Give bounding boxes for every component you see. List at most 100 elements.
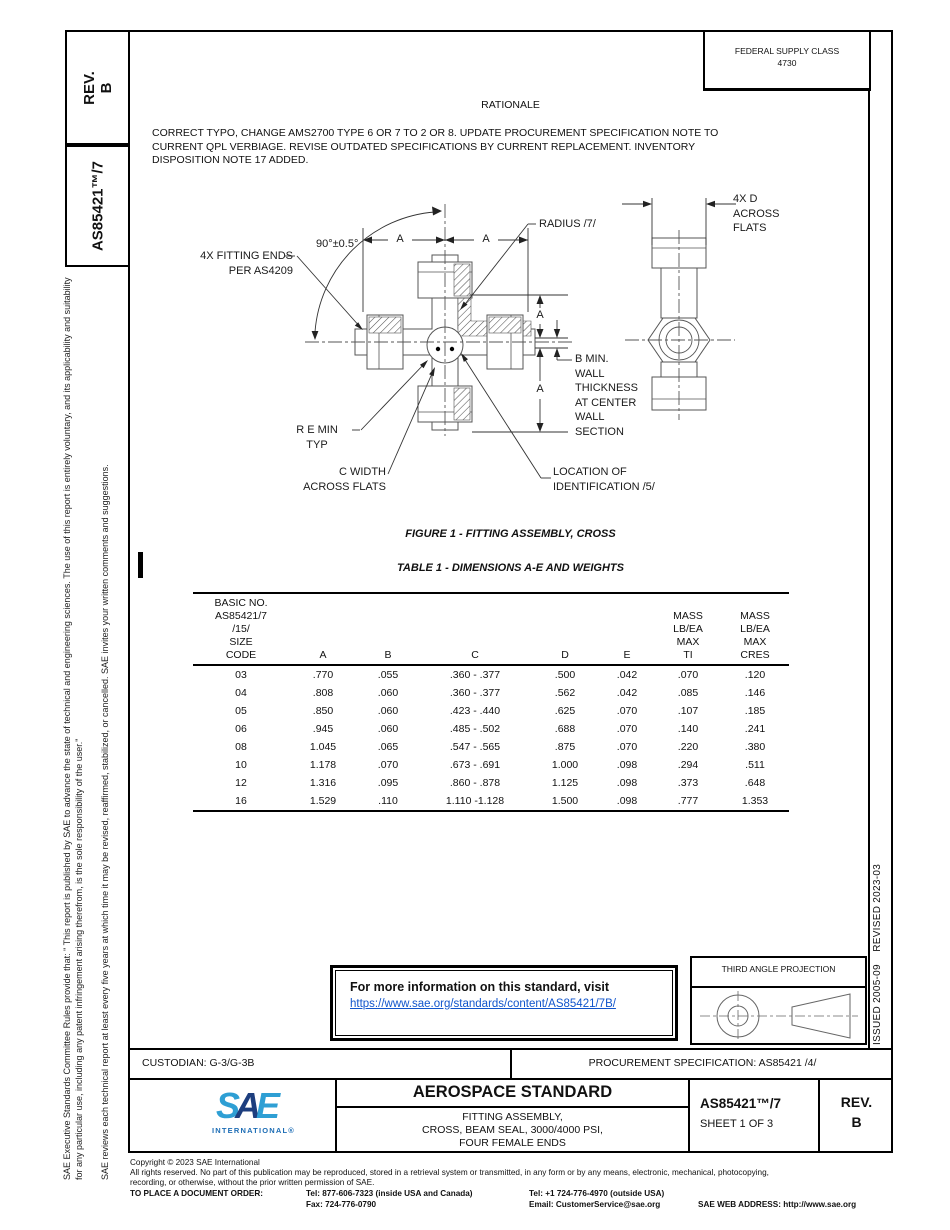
table-cell: .065 xyxy=(377,741,399,753)
table-cell: 04 xyxy=(235,687,247,699)
titleblock-v1 xyxy=(335,1078,337,1153)
copyright-line-1: Copyright © 2023 SAE International xyxy=(130,1158,260,1167)
table-cell: 1.110 -1.128 xyxy=(445,795,505,807)
table-cell: 1.000 xyxy=(551,759,579,771)
federal-supply-class-label: FEDERAL SUPPLY CLASS xyxy=(734,46,840,56)
table-cell: 1.353 xyxy=(741,795,769,807)
table-cell: 06 xyxy=(235,723,247,735)
standard-title: FITTING ASSEMBLY, CROSS, BEAM SEAL, 3000… xyxy=(422,1111,603,1149)
custodian-row-bottom-line xyxy=(128,1078,893,1080)
titleblock-v2 xyxy=(688,1078,690,1153)
sae-disclaimer-text: SAE Executive Standards Committee Rules … xyxy=(62,277,84,1180)
table-cell: .360 - .377 xyxy=(449,669,501,681)
table-cell: .107 xyxy=(677,705,699,717)
table-cell: .070 xyxy=(616,741,638,753)
fax: Fax: 724-776-0790 xyxy=(306,1200,377,1209)
label-re-min: R E MIN TYP xyxy=(296,424,338,451)
table-cell: .055 xyxy=(377,669,399,681)
table-cell: 16 xyxy=(235,795,247,807)
third-angle-projection-title: THIRD ANGLE PROJECTION xyxy=(692,958,865,988)
email: Email: CustomerService@sae.org xyxy=(529,1200,661,1209)
label-fitting-ends: 4X FITTING ENDS PER AS4209 xyxy=(200,250,293,277)
table-cell: .423 - .440 xyxy=(449,705,501,717)
figure-drawing xyxy=(285,198,736,479)
label-dim-a-3: A xyxy=(532,309,548,321)
table-cell: .373 xyxy=(677,777,699,789)
more-info-box: For more information on this standard, v… xyxy=(330,965,678,1041)
table-row: 03.770.055.360 - .377.500.042.070.120 xyxy=(193,665,789,684)
standard-link[interactable]: https://www.sae.org/standards/content/AS… xyxy=(350,998,616,1010)
table-cell: .294 xyxy=(677,759,699,771)
col-header-mass-ti: MASS LB/EA MAX TI xyxy=(655,593,721,666)
table-cell: .547 - .565 xyxy=(449,741,501,753)
dimensions-table: BASIC NO. AS85421/7 /15/ SIZE CODE A B C… xyxy=(193,592,789,812)
table-cell: 05 xyxy=(235,705,247,717)
table-cell: 03 xyxy=(235,669,247,681)
table-cell: 12 xyxy=(235,777,247,789)
table-cell: .875 xyxy=(554,741,576,753)
label-d-across-flats: 4X D ACROSS FLATS xyxy=(733,193,780,234)
procurement-text: PROCUREMENT SPECIFICATION: AS85421 /4/ xyxy=(588,1057,817,1069)
rationale-title: RATIONALE xyxy=(481,99,540,111)
titleblock-sheet: SHEET 1 OF 3 xyxy=(700,1118,774,1130)
issued-revised-text: ISSUED 2005-09 REVISED 2023-03 xyxy=(872,863,883,1045)
copyright-line-2: All rights reserved. No part of this pub… xyxy=(130,1168,769,1177)
table-cell: .146 xyxy=(744,687,766,699)
table-cell: .120 xyxy=(744,669,766,681)
table-cell: .070 xyxy=(616,705,638,717)
table-header-row: BASIC NO. AS85421/7 /15/ SIZE CODE A B C… xyxy=(193,593,789,666)
sae-review-text: SAE reviews each technical report at lea… xyxy=(100,464,110,1180)
rev-box-label: REV. B xyxy=(80,70,115,105)
table-cell: .060 xyxy=(377,687,399,699)
table-cell: .060 xyxy=(377,723,399,735)
table-cell: .673 - .691 xyxy=(449,759,501,771)
table-cell: 08 xyxy=(235,741,247,753)
logo-subtext: INTERNATIONAL® xyxy=(212,1126,295,1135)
third-angle-projection-box: THIRD ANGLE PROJECTION xyxy=(690,956,867,1045)
table-cell: .098 xyxy=(616,777,638,789)
web-address: SAE WEB ADDRESS: http://www.sae.org xyxy=(698,1200,857,1209)
label-dim-a-4: A xyxy=(532,383,548,395)
label-location-id: LOCATION OF IDENTIFICATION /5/ xyxy=(553,466,655,493)
table-cell: .085 xyxy=(677,687,699,699)
table-cell: .777 xyxy=(677,795,699,807)
sae-logo: SAE INTERNATIONAL® xyxy=(212,1086,295,1135)
table-cell: .220 xyxy=(677,741,699,753)
table-cell: .648 xyxy=(744,777,766,789)
svg-text:SAE: SAE xyxy=(216,1086,281,1126)
table-cell: .042 xyxy=(616,687,638,699)
table-cell: 1.045 xyxy=(309,741,337,753)
table-cell: .241 xyxy=(744,723,766,735)
col-header-b: B xyxy=(357,593,419,666)
table-cell: .070 xyxy=(616,723,638,735)
federal-supply-class-value: 4730 xyxy=(777,58,797,68)
titleblock-v3 xyxy=(818,1078,820,1153)
more-info-text: For more information on this standard, v… xyxy=(350,980,610,994)
figure-caption: FIGURE 1 - FITTING ASSEMBLY, CROSS xyxy=(405,528,616,540)
col-header-d: D xyxy=(531,593,599,666)
tel-inside: Tel: 877-606-7323 (inside USA and Canada… xyxy=(306,1189,473,1198)
table-cell: .380 xyxy=(744,741,766,753)
order-label: TO PLACE A DOCUMENT ORDER: xyxy=(130,1189,263,1198)
table-row: 08 1.045 .065 .547 - .565 .875 .070 .220 .380 xyxy=(193,738,789,756)
table-cell: .110 xyxy=(378,795,398,807)
tel-outside: Tel: +1 724-776-4970 (outside USA) xyxy=(529,1189,665,1198)
third-angle-projection-symbol xyxy=(700,991,858,1041)
table-cell: .070 xyxy=(377,759,399,771)
table-cell: 1.316 xyxy=(309,777,337,789)
label-c-width: C WIDTH ACROSS FLATS xyxy=(303,466,386,493)
col-header-e: E xyxy=(599,593,655,666)
table-cell: .511 xyxy=(745,759,765,771)
doc-number-box: AS85421™/7 xyxy=(65,145,130,267)
custodian-divider xyxy=(510,1048,512,1078)
label-angle: 90°±0.5° xyxy=(316,238,359,250)
label-dim-a-1: A xyxy=(392,233,408,245)
table-cell: .562 xyxy=(554,687,576,699)
table-cell: .095 xyxy=(377,777,399,789)
table-cell: .500 xyxy=(554,669,576,681)
table-cell: 1.178 xyxy=(309,759,337,771)
titleblock-rev-label: REV. xyxy=(840,1094,873,1110)
